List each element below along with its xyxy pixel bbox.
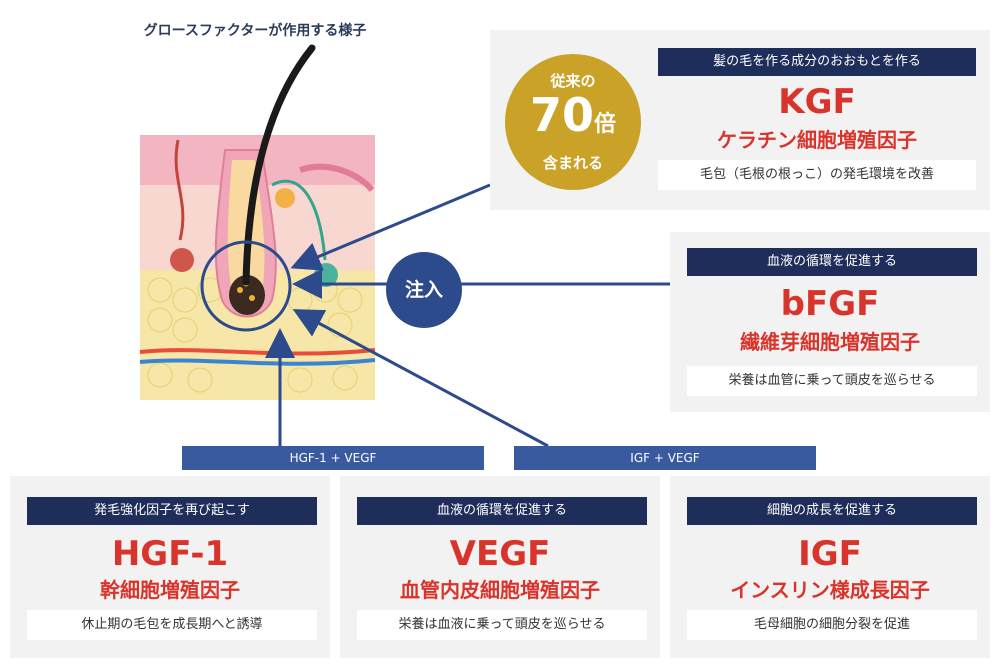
kgf-abbr: KGF bbox=[778, 82, 856, 122]
igf-card: 細胞の成長を促進する IGF インスリン様成長因子 毛母細胞の細胞分裂を促進 bbox=[670, 476, 990, 658]
badge-top: 従来の bbox=[550, 72, 596, 90]
bfgf-pill: 血液の循環を促進する bbox=[687, 248, 977, 276]
hgf-card: 発毛強化因子を再び起こす HGF-1 幹細胞増殖因子 休止期の毛包を成長期へと誘… bbox=[10, 476, 330, 658]
badge-number: 70 bbox=[529, 88, 594, 142]
vegf-desc: 栄養は血液に乗って頭皮を巡らせる bbox=[357, 610, 647, 640]
bfgf-name: 繊維芽細胞増殖因子 bbox=[740, 330, 920, 354]
hgf-pill: 発毛強化因子を再び起こす bbox=[27, 497, 317, 525]
kgf-pill: 髪の毛を作る成分のおおもとを作る bbox=[658, 48, 976, 76]
vegf-abbr: VEGF bbox=[449, 534, 551, 574]
seventy-times-badge: 従来の 70倍 含まれる bbox=[505, 54, 641, 190]
kgf-desc: 毛包（毛根の根っこ）の発毛環境を改善 bbox=[658, 160, 976, 190]
formula-igf-vegf: IGF + VEGF bbox=[514, 446, 816, 470]
igf-desc: 毛母細胞の細胞分裂を促進 bbox=[687, 610, 977, 640]
badge-suffix: 倍 bbox=[594, 112, 617, 137]
hgf-desc: 休止期の毛包を成長期へと誘導 bbox=[27, 610, 317, 640]
bfgf-abbr: bFGF bbox=[780, 284, 880, 324]
vegf-card: 血液の循環を促進する VEGF 血管内皮細胞増殖因子 栄養は血液に乗って頭皮を巡… bbox=[340, 476, 660, 658]
inject-label: 注入 bbox=[404, 279, 443, 301]
kgf-name: ケラチン細胞増殖因子 bbox=[717, 128, 917, 152]
formula-hgf-vegf: HGF-1 + VEGF bbox=[182, 446, 484, 470]
igf-abbr: IGF bbox=[798, 534, 862, 574]
bfgf-card: 血液の循環を促進する bFGF 繊維芽細胞増殖因子 栄養は血管に乗って頭皮を巡ら… bbox=[670, 232, 990, 412]
igf-pill: 細胞の成長を促進する bbox=[687, 497, 977, 525]
badge-bottom: 含まれる bbox=[542, 154, 603, 172]
badge-number-row: 70倍 bbox=[505, 88, 641, 142]
vegf-name: 血管内皮細胞増殖因子 bbox=[400, 578, 600, 602]
hgf-name: 幹細胞増殖因子 bbox=[100, 578, 240, 602]
igf-name: インスリン様成長因子 bbox=[730, 578, 930, 602]
bfgf-desc: 栄養は血管に乗って頭皮を巡らせる bbox=[687, 366, 977, 396]
vegf-pill: 血液の循環を促進する bbox=[357, 497, 647, 525]
inject-badge: 注入 bbox=[386, 252, 462, 328]
hgf-abbr: HGF-1 bbox=[111, 534, 229, 574]
diagram-title: グロースファクターが作用する様子 bbox=[143, 23, 367, 39]
